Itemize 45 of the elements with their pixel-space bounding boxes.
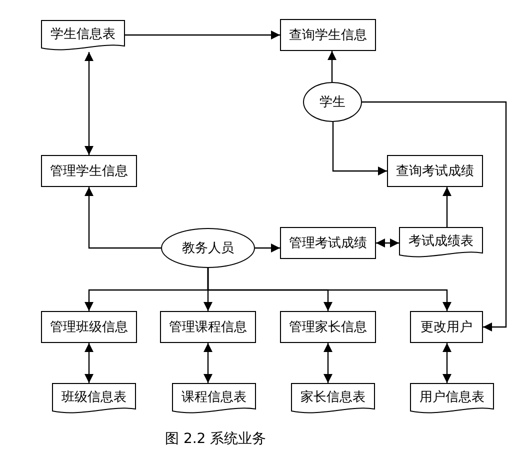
arrow [84,343,94,383]
process-box [41,155,137,187]
document-shape [291,383,375,415]
document-shape [52,383,136,415]
arrow [328,51,336,82]
node-label: 课程信息表 [182,388,246,406]
document-shape [410,383,494,415]
document-shape [399,227,483,259]
arrow [84,52,94,155]
arrow [204,343,212,383]
node-label: 考试成绩表 [408,232,474,250]
process-box [41,311,137,343]
node-label: 查询考试成绩 [396,163,474,180]
process-box [280,311,376,343]
arrow [84,187,161,249]
arrow [324,343,332,383]
arrow [442,343,452,383]
node-label: 查询学生信息 [289,27,367,44]
process-box [280,19,376,51]
node-label: 管理考试成绩 [289,235,367,252]
node-label: 管理课程信息 [169,319,247,336]
arrow [442,187,452,227]
arrow [125,30,280,40]
arrow [207,268,452,311]
node-label: 管理家长信息 [289,319,367,336]
figure-caption: 图 2.2 系统业务 [165,430,266,448]
process-box [280,227,376,259]
arrow [376,238,399,248]
node-label: 学生 [320,94,346,111]
node-label: 用户信息表 [420,388,484,406]
node-label: 学生信息表 [50,26,116,42]
node-label: 家长信息表 [300,388,366,406]
process-box [387,155,483,187]
document-shape [41,20,125,52]
process-box [160,311,256,343]
node-label: 教务人员 [182,240,234,257]
node-label: 更改用户 [420,319,472,336]
arrow [332,122,387,176]
node-label: 管理班级信息 [50,319,128,336]
arrow [362,101,507,332]
node-label: 班级信息表 [62,388,126,406]
document-shape [172,383,256,415]
process-box [410,311,483,343]
arrow [255,244,280,252]
node-label: 管理学生信息 [50,163,128,180]
